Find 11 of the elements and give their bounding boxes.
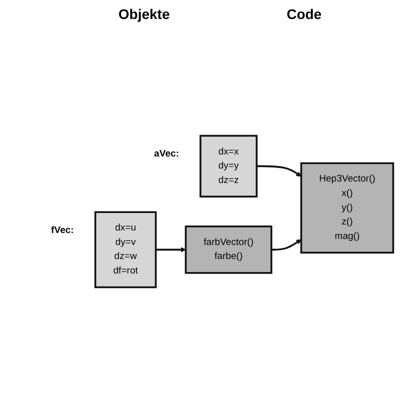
arrow — [271, 240, 302, 252]
variable-name: fVec: — [51, 226, 74, 236]
column-heading: Objekte — [118, 6, 170, 22]
variable-name: aVec: — [154, 149, 179, 160]
process-box: dx=x dy=y dz=z — [200, 135, 258, 198]
process-box: farbVector() farbe() — [184, 226, 272, 274]
arrow — [156, 248, 186, 253]
column-heading: Code — [286, 6, 322, 22]
process-box: dx=u dy=v dz=w df=rot — [94, 212, 157, 289]
process-box: Hep3Vector() x() y() z() mag() — [300, 162, 394, 254]
arrow — [256, 166, 302, 178]
